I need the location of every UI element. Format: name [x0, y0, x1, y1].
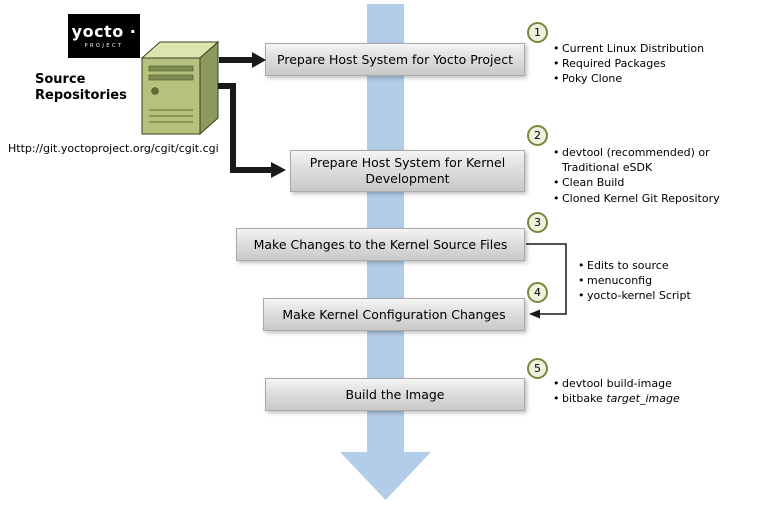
bullet-item: devtool (recommended) or Traditional eSD… — [551, 145, 723, 175]
server-drive-bay — [148, 74, 194, 81]
bullet-item: yocto-kernel Script — [576, 288, 691, 303]
bullet-item: bitbake target_image — [551, 391, 680, 406]
step-title: Make Kernel Configuration Changes — [282, 306, 506, 322]
bullet-item: devtool build-image — [551, 376, 680, 391]
server-power-button — [151, 87, 159, 95]
source-repositories-label: Source Repositories — [35, 72, 127, 103]
step-5-bullets: devtool build-image bitbake target_image — [551, 376, 680, 407]
step-title: Make Changes to the Kernel Source Files — [253, 236, 508, 252]
step-badge-1: 1 — [527, 22, 548, 43]
bullet-item: Current Linux Distribution — [551, 41, 704, 56]
step-box-prepare-host-yocto: Prepare Host System for Yocto Project — [265, 43, 525, 76]
step-2-bullets: devtool (recommended) or Traditional eSD… — [551, 145, 723, 206]
steps-3-4-shared-bullets: Edits to source menuconfig yocto-kernel … — [576, 258, 691, 304]
server-icon — [140, 40, 220, 136]
step-1-bullets: Current Linux Distribution Required Pack… — [551, 41, 704, 87]
bitbake-command: bitbake — [562, 392, 607, 406]
step-box-prepare-host-kernel: Prepare Host System for Kernel Developme… — [290, 150, 525, 192]
step-box-make-source-changes: Make Changes to the Kernel Source Files — [236, 228, 525, 261]
bullet-item: menuconfig — [576, 273, 691, 288]
bullet-item: Edits to source — [576, 258, 691, 273]
step-badge-4: 4 — [527, 282, 548, 303]
bitbake-target-image: target_image — [606, 392, 680, 406]
step-box-make-config-changes: Make Kernel Configuration Changes — [263, 298, 525, 331]
bracket-arrow-head — [529, 309, 540, 319]
yocto-logo-text: yocto · — [71, 22, 137, 41]
bullet-item: Clean Build — [551, 175, 723, 190]
step-badge-3: 3 — [527, 212, 548, 233]
yocto-logo-tagline: PROJECT — [84, 43, 124, 49]
arrow-server-to-step1-head — [252, 52, 266, 68]
bullet-item: Cloned Kernel Git Repository — [551, 191, 723, 206]
yocto-logo: yocto · PROJECT — [68, 14, 140, 58]
server-side-face — [199, 40, 219, 136]
step-title: Prepare Host System for Kernel Developme… — [309, 155, 506, 186]
step-badge-5: 5 — [527, 358, 548, 379]
source-repositories-url: Http://git.yoctoproject.org/cgit/cgit.cg… — [8, 142, 219, 155]
server-drive-bay — [148, 65, 194, 72]
bracket-steps-3-4 — [526, 243, 567, 315]
arrow-server-to-step2 — [218, 83, 272, 173]
step-badge-2: 2 — [527, 125, 548, 146]
step-title: Build the Image — [345, 386, 445, 402]
arrow-server-to-step2-head — [271, 162, 286, 178]
step-box-build-image: Build the Image — [265, 378, 525, 411]
step-title: Prepare Host System for Yocto Project — [277, 51, 513, 67]
bullet-item: Required Packages — [551, 56, 704, 71]
bullet-item: Poky Clone — [551, 71, 704, 86]
